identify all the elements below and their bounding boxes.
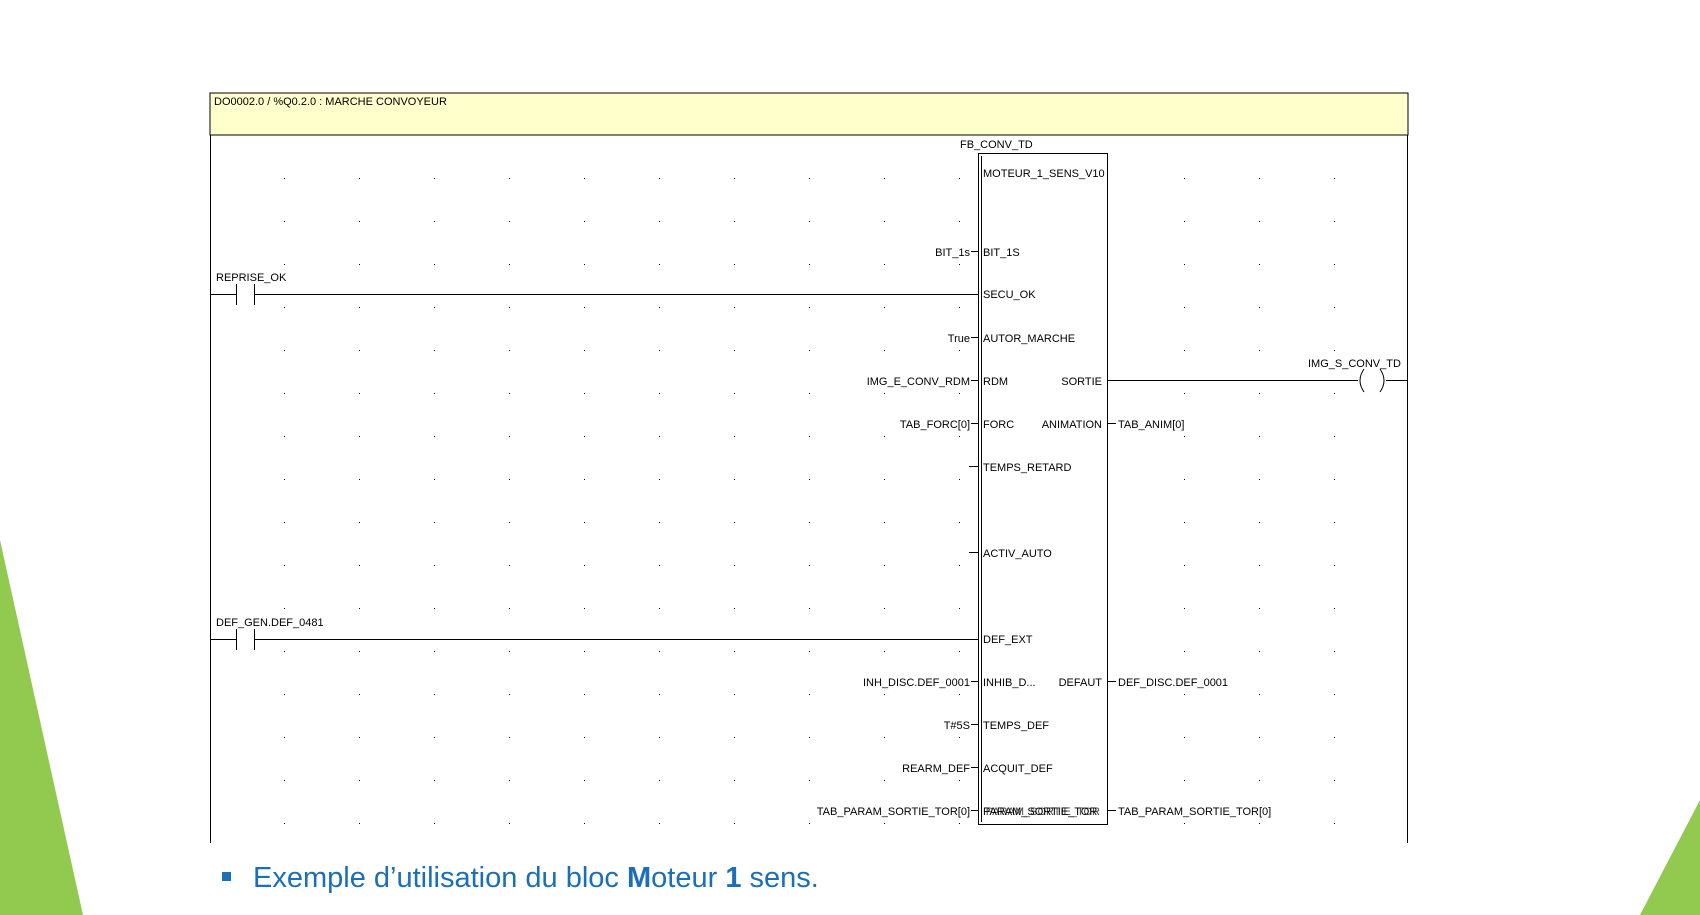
input-pin-label: ACQUIT_DEF — [983, 763, 1053, 775]
block-input-pin-inhib-d[interactable]: INHIB_D... INH_DISC.DEF_0001 — [863, 677, 1036, 689]
rung-title: DO0002.0 / %Q0.2.0 : MARCHE CONVOYEUR — [214, 96, 447, 108]
grid-dots — [284, 178, 1335, 824]
output-pin-label: DEFAUT — [1059, 677, 1103, 689]
contact-reprise-ok[interactable]: REPRISE_OK — [211, 272, 979, 305]
input-pin-label: TEMPS_DEF — [983, 720, 1049, 732]
input-pin-label: AUTOR_MARCHE — [983, 333, 1075, 345]
block-input-pin-bit-1s[interactable]: BIT_1S BIT_1s — [935, 247, 1020, 259]
block-input-pin-param-sortie-tor[interactable]: PARAM_SORTIE_TOR TAB_PARAM_SORTIE_TOR[0] — [817, 806, 1098, 818]
output-pin-value: TAB_ANIM[0] — [1118, 419, 1184, 431]
input-pin-label: FORC — [983, 419, 1014, 431]
block-output-pin-param-sortie-tor[interactable]: PARAM_SORTIE_TOR TAB_PARAM_SORTIE_TOR[0] — [986, 806, 1272, 818]
block-instance-name: FB_CONV_TD — [960, 139, 1033, 151]
input-pin-value: TAB_PARAM_SORTIE_TOR[0] — [817, 806, 970, 818]
coil-img-s-conv-td[interactable]: IMG_S_CONV_TD — [1107, 358, 1407, 393]
block-input-pin-forc[interactable]: FORC TAB_FORC[0] — [900, 419, 1014, 431]
input-pin-value: INH_DISC.DEF_0001 — [863, 677, 970, 689]
caption-bold-1: M — [626, 862, 652, 894]
block-input-pin-temps-def[interactable]: TEMPS_DEF T#5S — [944, 720, 1050, 732]
input-pin-value: True — [948, 333, 970, 345]
block-input-pin-secu-ok[interactable]: SECU_OK — [983, 289, 1036, 301]
block-type-name: MOTEUR_1_SENS_V10 — [983, 168, 1105, 180]
coil-label: IMG_S_CONV_TD — [1308, 358, 1401, 370]
rung-header — [209, 92, 1409, 136]
output-pin-value: TAB_PARAM_SORTIE_TOR[0] — [1118, 806, 1271, 818]
input-pin-label: PARAM_SORTIE_TOR — [983, 806, 1097, 818]
green-triangle-left — [0, 540, 83, 915]
input-pin-value: TAB_FORC[0] — [900, 419, 970, 431]
bullet-icon — [222, 871, 231, 881]
block-output-pin-animation[interactable]: ANIMATION TAB_ANIM[0] — [1042, 419, 1185, 431]
input-pin-label: RDM — [983, 376, 1008, 388]
contact-label: DEF_GEN.DEF_0481 — [216, 617, 324, 629]
input-pin-label: ACTIV_AUTO — [983, 548, 1052, 560]
input-pin-label: DEF_EXT — [983, 634, 1033, 646]
block-output-pin-defaut[interactable]: DEFAUT DEF_DISC.DEF_0001 — [1059, 677, 1228, 689]
block-input-pin-temps-retard[interactable]: TEMPS_RETARD — [969, 462, 1071, 474]
caption-text-3: sens. — [741, 862, 819, 894]
output-pin-label: ANIMATION — [1042, 419, 1102, 431]
caption: Exemple d’utilisation du bloc Moteur 1 s… — [222, 862, 819, 895]
input-pin-value: BIT_1s — [935, 247, 970, 259]
contact-label: REPRISE_OK — [216, 272, 287, 284]
input-pin-value: REARM_DEF — [902, 763, 970, 775]
input-pin-label: TEMPS_RETARD — [983, 462, 1071, 474]
block-input-pin-acquit-def[interactable]: ACQUIT_DEF REARM_DEF — [902, 763, 1053, 775]
output-pin-value: DEF_DISC.DEF_0001 — [1118, 677, 1228, 689]
input-pin-label: BIT_1S — [983, 247, 1020, 259]
contact-def-gen-def-0481[interactable]: DEF_GEN.DEF_0481 — [211, 617, 979, 650]
output-pin-label: SORTIE — [1061, 376, 1102, 388]
input-pin-value: IMG_E_CONV_RDM — [867, 376, 970, 388]
block-output-pin-sortie[interactable]: SORTIE — [1061, 376, 1102, 388]
block-input-pin-activ-auto[interactable]: ACTIV_AUTO — [969, 548, 1052, 560]
block-input-pin-rdm[interactable]: RDM IMG_E_CONV_RDM — [867, 376, 1008, 388]
input-pin-value: T#5S — [944, 720, 970, 732]
caption-text-2: oteur — [651, 862, 726, 894]
green-triangle-right — [1640, 800, 1700, 915]
block-input-pin-def-ext[interactable]: DEF_EXT — [983, 634, 1033, 646]
caption-bold-2: 1 — [725, 862, 742, 894]
block-input-pin-autor-marche[interactable]: AUTOR_MARCHE True — [948, 333, 1075, 345]
function-block[interactable] — [978, 153, 1108, 825]
input-pin-label: SECU_OK — [983, 289, 1036, 301]
input-pin-label: INHIB_D... — [983, 677, 1036, 689]
output-pin-label: PARAM_SORTIE_TOR — [986, 806, 1100, 818]
caption-text-1: Exemple d’utilisation du bloc — [253, 862, 627, 894]
